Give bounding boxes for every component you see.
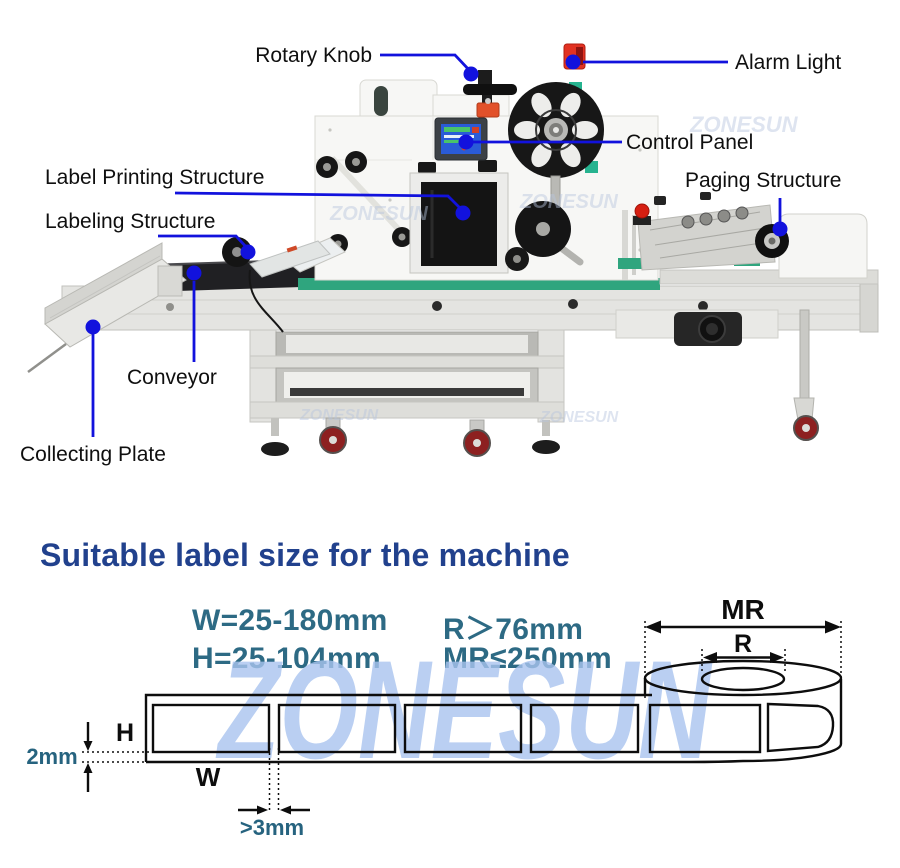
rotary-knob-part: [463, 70, 517, 118]
callout-label-rotary-knob: Rotary Knob: [255, 44, 372, 67]
label-rect-curved: [766, 702, 835, 753]
spec-width-range: W=25-180mm: [192, 604, 388, 637]
spec-core-radius: R＞76mm: [443, 613, 584, 646]
label-rect: [277, 703, 397, 754]
callout-dot-label-printing: [455, 205, 471, 221]
conveyor-green-strip: [298, 278, 660, 290]
callout-dot-control-panel: [458, 134, 474, 150]
conveyor-frame: [61, 283, 879, 333]
label-strip: [144, 679, 843, 764]
label-rect: [648, 703, 762, 754]
drive-motor: [615, 309, 779, 346]
label-height-symbol: H: [116, 719, 134, 747]
callout-labels: Rotary Knob Alarm Light Control Panel La…: [20, 44, 841, 466]
callout-dot-collecting: [85, 319, 101, 335]
label-roll: [643, 659, 843, 754]
dimension-edge-margin: 2mm: [26, 722, 150, 792]
photo-watermark: ZONESUN: [299, 407, 379, 424]
support-leg: [793, 309, 819, 441]
callout-line-label-printing: [174, 191, 464, 212]
label-gap-value: >3mm: [240, 815, 304, 840]
photo-watermark: ZONESUN: [689, 112, 799, 137]
callout-dot-labeling: [240, 244, 256, 260]
rewind-roller: [505, 201, 584, 271]
labeling-head: [222, 151, 412, 333]
callout-dots: [85, 54, 788, 335]
section-title: Suitable label size for the machine: [40, 537, 570, 573]
machine-photo: ZONESUN ZONESUN ZONESUN ZONESUN ZONESUN: [20, 43, 879, 466]
photo-watermark: ZONESUN: [519, 191, 618, 213]
dimension-r: R: [701, 630, 786, 674]
callout-label-control-panel: Control Panel: [626, 131, 753, 154]
label-rect: [529, 703, 640, 754]
dimension-mr: MR: [644, 594, 842, 700]
label-width-symbol: W: [196, 762, 221, 792]
roll-outer-symbol: MR: [721, 594, 765, 625]
callout-dot-paging: [772, 221, 788, 237]
roll-core-symbol: R: [734, 630, 752, 658]
spec-max-roll: MR≤250mm: [443, 642, 612, 675]
callout-label-alarm-light: Alarm Light: [735, 51, 841, 74]
label-rect: [151, 703, 271, 754]
callouts: [91, 53, 782, 437]
edge-margin-value: 2mm: [26, 744, 77, 769]
callout-label-label-printing: Label Printing Structure: [45, 166, 264, 189]
roll-core-ellipse: [700, 666, 786, 692]
label-rect: [403, 703, 523, 754]
photo-watermark: ZONESUN: [329, 203, 428, 225]
machine-cart: [249, 329, 565, 457]
label-size-diagram: MR R H W 2mm: [26, 594, 843, 840]
callout-label-labeling: Labeling Structure: [45, 210, 215, 233]
watermark-text: ZONESUN: [218, 631, 711, 788]
photo-watermark: ZONESUN: [539, 409, 619, 426]
callout-label-paging: Paging Structure: [685, 169, 841, 192]
callout-dot-conveyor: [186, 265, 202, 281]
collecting-plate-part: [27, 242, 187, 374]
dimension-label-gap: >3mm: [238, 748, 310, 840]
callout-line-rotary-knob: [380, 53, 473, 73]
callout-label-conveyor: Conveyor: [127, 366, 217, 389]
callout-line-labeling: [158, 234, 250, 250]
spec-height-range: H=25-104mm: [192, 642, 381, 675]
callout-label-collecting: Collecting Plate: [20, 443, 166, 466]
callout-dot-rotary-knob: [463, 66, 479, 82]
label-reel: [508, 82, 604, 209]
callout-dot-alarm-light: [565, 54, 581, 70]
